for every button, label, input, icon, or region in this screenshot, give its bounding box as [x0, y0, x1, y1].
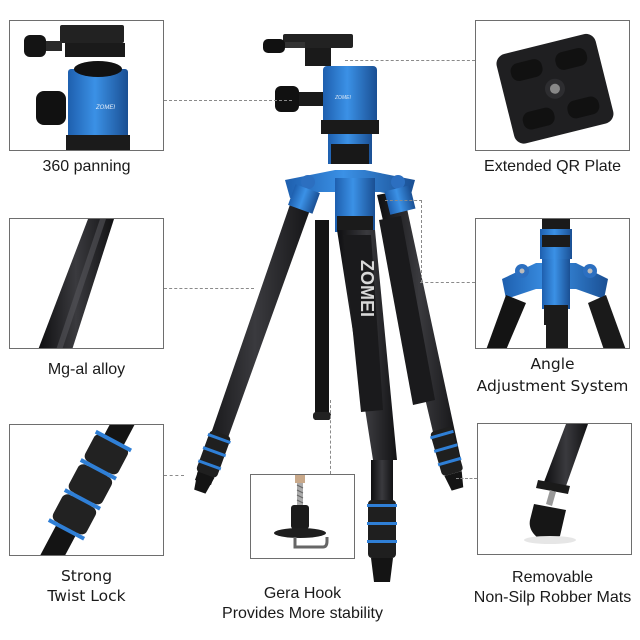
label-line: Strong	[60, 567, 113, 585]
connector-twist-lock	[164, 475, 184, 476]
label-line: Twist Lock	[47, 587, 126, 605]
callout-mats-label: Removable Non-Silp Robber Mats	[465, 568, 640, 608]
label-line: Extended QR Plate	[484, 158, 621, 175]
qr-plate-icon	[496, 33, 614, 144]
callout-angle-label: Angle Adjustment System	[465, 353, 640, 397]
label-line: Provides More stability	[222, 605, 383, 622]
callout-qr-plate-label: Extended QR Plate	[465, 157, 640, 177]
connector-angle-b	[420, 282, 475, 283]
svg-text:ZOMEI: ZOMEI	[357, 260, 377, 317]
callout-qr-plate-image	[475, 20, 630, 151]
connector-hook	[330, 400, 331, 474]
spider-angle-icon	[486, 219, 626, 348]
callout-panning-image: ZOMEI	[9, 20, 164, 151]
ball-head-icon: ZOMEI	[24, 25, 130, 150]
hook-icon	[274, 475, 329, 549]
connector-panning	[164, 100, 292, 101]
callout-alloy-image	[9, 218, 164, 349]
label-line: Non-Silp Robber Mats	[473, 589, 632, 606]
callout-panning-label: 360 panning	[9, 157, 164, 177]
label-line: Angle	[530, 355, 575, 373]
label-line: Adjustment System	[476, 377, 629, 395]
twist-lock-icon	[33, 425, 138, 555]
callout-alloy-label: Mg-al alloy	[9, 360, 164, 380]
callout-mats-image	[477, 423, 632, 555]
rubber-foot-icon	[524, 424, 588, 544]
alloy-tube-icon	[38, 219, 114, 348]
connector-angle	[385, 200, 422, 283]
callout-hook-label: Gera Hook Provides More stability	[200, 584, 405, 624]
label-line: Mg-al alloy	[47, 361, 126, 378]
svg-text:ZOMEI: ZOMEI	[334, 95, 351, 101]
main-tripod-image: ZOMEI ZOMEI	[165, 20, 475, 600]
callout-twist-lock-label: Strong Twist Lock	[9, 566, 164, 606]
label-line: 360 panning	[42, 158, 131, 175]
callout-angle-image	[475, 218, 630, 349]
label-line: Removable	[512, 569, 593, 586]
connector-qr-plate	[345, 60, 475, 61]
callout-twist-lock-image	[9, 424, 164, 556]
connector-alloy	[164, 288, 254, 289]
connector-mats	[456, 478, 477, 479]
svg-text:ZOMEI: ZOMEI	[95, 105, 115, 111]
label-line: Gera Hook	[263, 585, 342, 602]
callout-hook-image	[250, 474, 355, 559]
